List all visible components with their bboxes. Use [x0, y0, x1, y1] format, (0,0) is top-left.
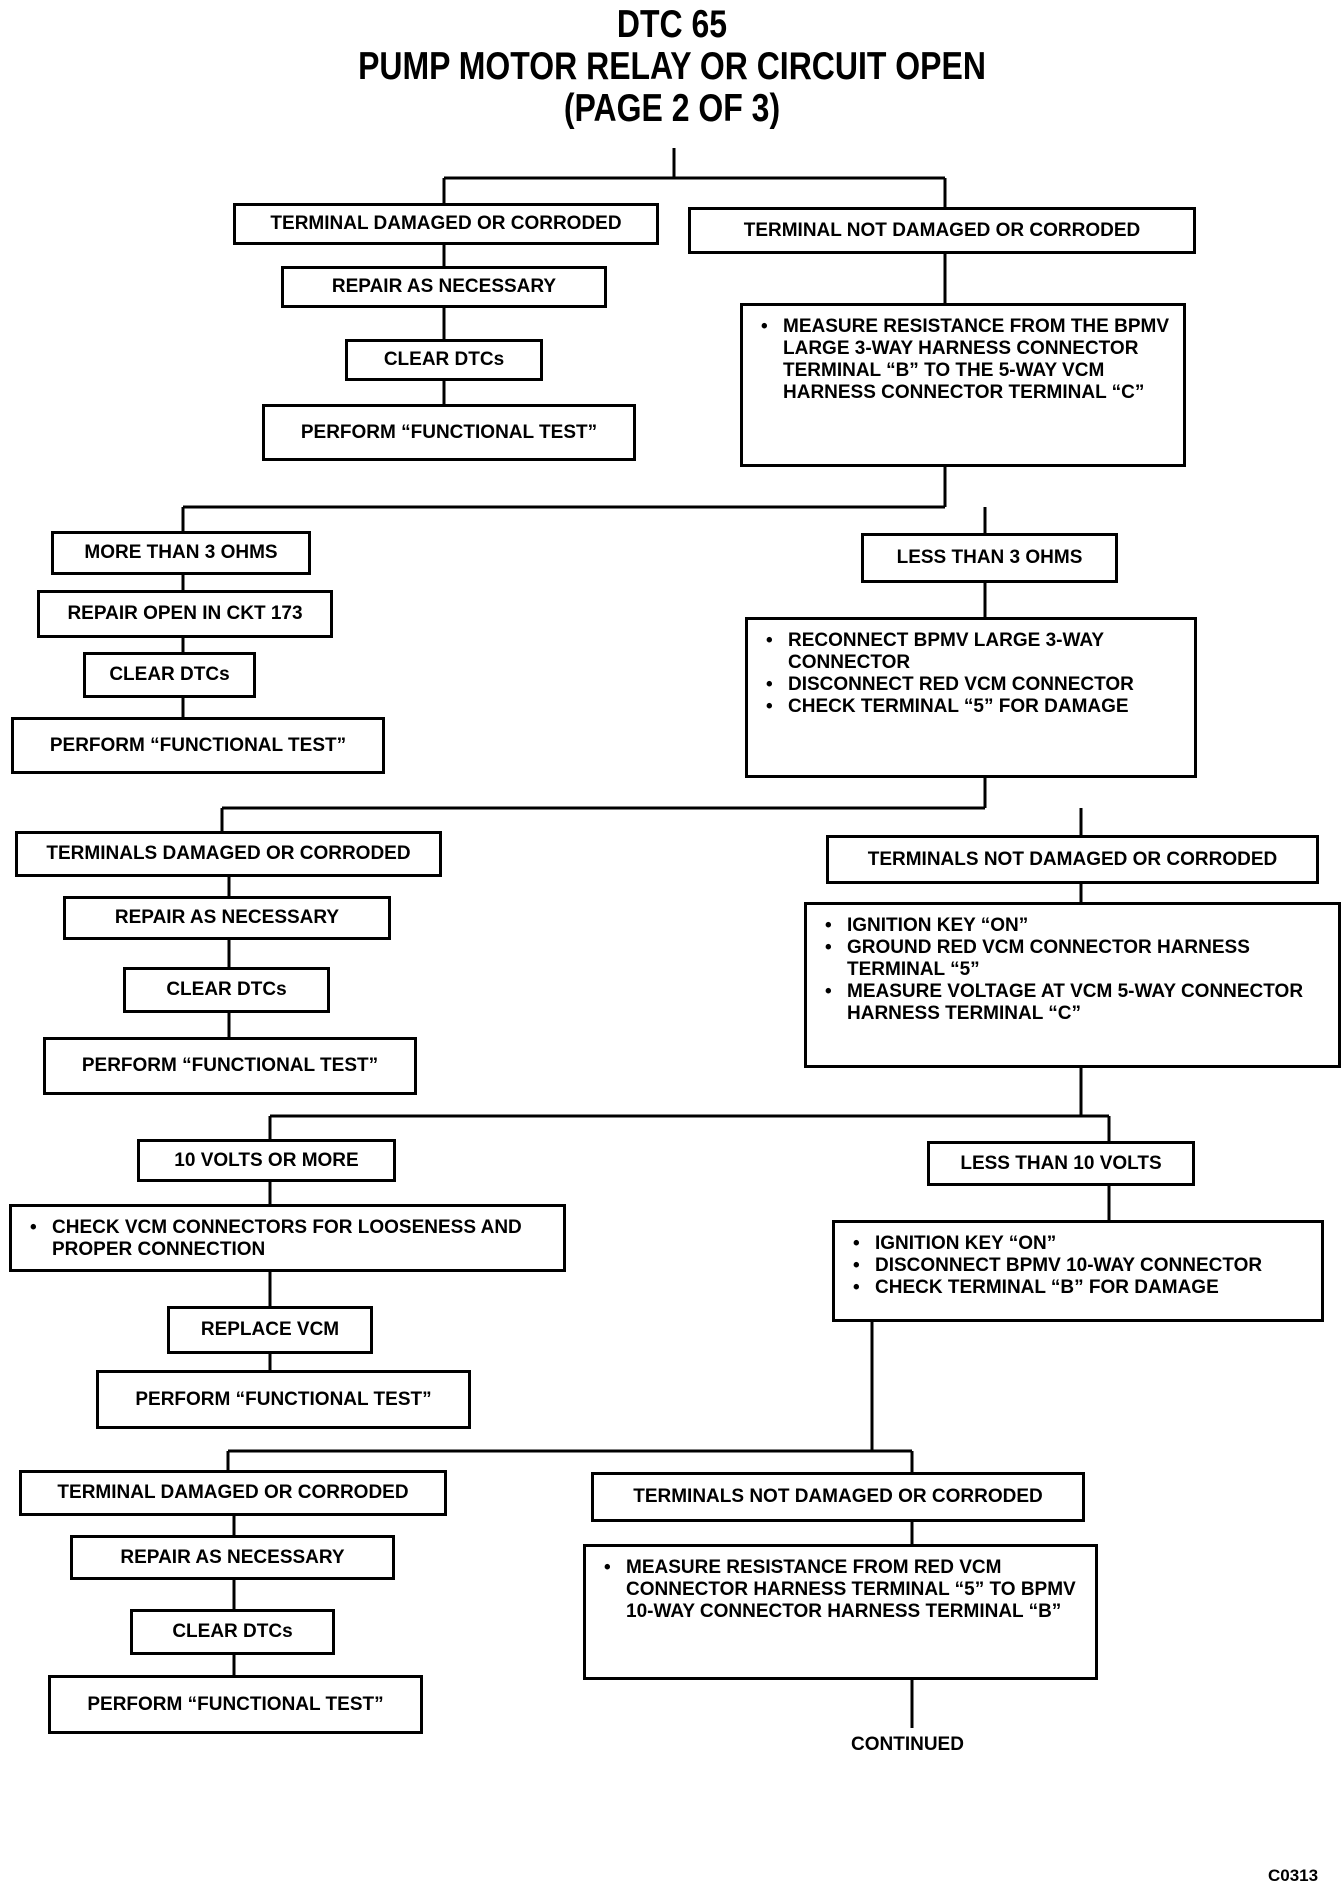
instruction-item: MEASURE VOLTAGE AT VCM 5-WAY CONNECTOR H…: [825, 981, 1328, 1025]
title-line-1: DTC 65: [616, 3, 728, 46]
clear-dtcs-box: CLEAR DTCs: [345, 339, 543, 381]
clear-dtcs-box: CLEAR DTCs: [130, 1609, 335, 1655]
reconnect-bpmv-box: RECONNECT BPMV LARGE 3-WAY CONNECTOR DIS…: [745, 617, 1197, 778]
instruction-list: RECONNECT BPMV LARGE 3-WAY CONNECTOR DIS…: [766, 630, 1184, 718]
terminal-damaged-box: TERMINAL DAMAGED OR CORRODED: [233, 203, 659, 245]
instruction-list: MEASURE RESISTANCE FROM RED VCM CONNECTO…: [604, 1557, 1085, 1623]
terminals-damaged-box: TERMINALS DAMAGED OR CORRODED: [15, 831, 442, 877]
perform-functional-test-box: PERFORM “FUNCTIONAL TEST”: [262, 404, 636, 461]
repair-open-ckt-173-box: REPAIR OPEN IN CKT 173: [37, 590, 333, 638]
instruction-list: CHECK VCM CONNECTORS FOR LOOSENESS AND P…: [30, 1217, 553, 1261]
less-than-3-ohms-box: LESS THAN 3 OHMS: [861, 533, 1118, 583]
replace-vcm-box: REPLACE VCM: [167, 1306, 373, 1354]
connector: [268, 1068, 1111, 1141]
more-than-3-ohms-box: MORE THAN 3 OHMS: [51, 531, 311, 575]
repair-as-necessary-box: REPAIR AS NECESSARY: [63, 896, 391, 940]
perform-functional-test-box: PERFORM “FUNCTIONAL TEST”: [96, 1370, 471, 1429]
perform-functional-test-box: PERFORM “FUNCTIONAL TEST”: [43, 1037, 417, 1095]
perform-functional-test-box: PERFORM “FUNCTIONAL TEST”: [48, 1675, 423, 1734]
instruction-item: MEASURE RESISTANCE FROM RED VCM CONNECTO…: [604, 1557, 1085, 1623]
connector: [226, 1320, 914, 1472]
title-line-2: PUMP MOTOR RELAY OR CIRCUIT OPEN: [358, 45, 986, 88]
10-volts-or-more-box: 10 VOLTS OR MORE: [137, 1139, 396, 1182]
instruction-item: DISCONNECT RED VCM CONNECTOR: [766, 674, 1184, 696]
instruction-list: IGNITION KEY “ON” GROUND RED VCM CONNECT…: [825, 915, 1328, 1025]
instruction-item: RECONNECT BPMV LARGE 3-WAY CONNECTOR: [766, 630, 1184, 674]
title-line-3: (PAGE 2 OF 3): [563, 87, 781, 130]
check-vcm-connectors-box: CHECK VCM CONNECTORS FOR LOOSENESS AND P…: [9, 1204, 566, 1272]
terminal-damaged-box: TERMINAL DAMAGED OR CORRODED: [19, 1470, 447, 1516]
instruction-item: GROUND RED VCM CONNECTOR HARNESS TERMINA…: [825, 937, 1328, 981]
connector: [220, 777, 1083, 835]
repair-as-necessary-box: REPAIR AS NECESSARY: [70, 1535, 395, 1580]
repair-as-necessary-box: REPAIR AS NECESSARY: [281, 266, 607, 308]
instruction-item: IGNITION KEY “ON”: [825, 915, 1328, 937]
instruction-item: CHECK TERMINAL “B” FOR DAMAGE: [853, 1277, 1311, 1299]
terminals-not-damaged-box: TERMINALS NOT DAMAGED OR CORRODED: [826, 835, 1319, 884]
instruction-item: CHECK TERMINAL “5” FOR DAMAGE: [766, 696, 1184, 718]
clear-dtcs-box: CLEAR DTCs: [83, 652, 256, 698]
measure-resistance-red-vcm-box: MEASURE RESISTANCE FROM RED VCM CONNECTO…: [583, 1544, 1098, 1680]
terminals-not-damaged-box: TERMINALS NOT DAMAGED OR CORRODED: [591, 1472, 1085, 1522]
connector: [442, 148, 947, 207]
continued-label: CONTINUED: [851, 1734, 964, 1755]
instruction-item: MEASURE RESISTANCE FROM THE BPMV LARGE 3…: [761, 316, 1173, 404]
figure-code-label: C0313: [1268, 1866, 1319, 1885]
clear-dtcs-box: CLEAR DTCs: [123, 967, 330, 1013]
less-than-10-volts-box: LESS THAN 10 VOLTS: [927, 1141, 1195, 1186]
diagram-title: DTC 65 PUMP MOTOR RELAY OR CIRCUIT OPEN …: [0, 4, 1344, 130]
instruction-item: IGNITION KEY “ON”: [853, 1233, 1311, 1255]
instruction-list: IGNITION KEY “ON” DISCONNECT BPMV 10-WAY…: [853, 1233, 1311, 1299]
terminal-not-damaged-box: TERMINAL NOT DAMAGED OR CORRODED: [688, 207, 1196, 254]
disconnect-bpmv-10-way-box: IGNITION KEY “ON” DISCONNECT BPMV 10-WAY…: [832, 1220, 1324, 1322]
perform-functional-test-box: PERFORM “FUNCTIONAL TEST”: [11, 717, 385, 774]
ignition-key-on-box: IGNITION KEY “ON” GROUND RED VCM CONNECT…: [804, 902, 1341, 1068]
measure-resistance-box: MEASURE RESISTANCE FROM THE BPMV LARGE 3…: [740, 303, 1186, 467]
connector: [181, 466, 987, 533]
instruction-item: CHECK VCM CONNECTORS FOR LOOSENESS AND P…: [30, 1217, 553, 1261]
instruction-list: MEASURE RESISTANCE FROM THE BPMV LARGE 3…: [761, 316, 1173, 404]
instruction-item: DISCONNECT BPMV 10-WAY CONNECTOR: [853, 1255, 1311, 1277]
